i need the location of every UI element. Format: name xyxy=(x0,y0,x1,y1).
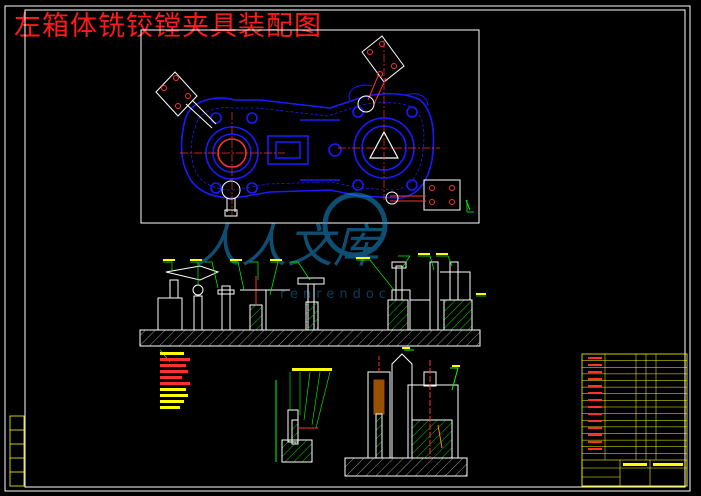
top-view-frame xyxy=(140,29,480,224)
watermark-logo: 人人文库 xyxy=(195,219,386,273)
axis-marker xyxy=(466,200,474,213)
clamp-right-bottom xyxy=(385,179,471,211)
detail-view xyxy=(275,368,332,463)
outer-frame xyxy=(4,5,691,492)
side-stamp-block xyxy=(9,415,25,487)
watermark: 人人文库 renrendoc xyxy=(195,192,391,302)
clamp-left-top xyxy=(155,71,217,129)
base-plate xyxy=(139,329,481,347)
inner-frame xyxy=(24,9,686,488)
clamp-right-top xyxy=(357,35,405,113)
top-view xyxy=(140,29,480,224)
center-lines xyxy=(180,40,440,215)
annotation-labels xyxy=(160,352,190,409)
workpiece-outline xyxy=(180,84,435,199)
front-view xyxy=(139,253,486,409)
title-block xyxy=(581,353,688,487)
leader-lines xyxy=(159,255,486,363)
watermark-subtext: renrendoc xyxy=(280,287,391,302)
drawing-title: 左箱体铣铰镗夹具装配图 xyxy=(14,11,322,42)
side-section-view xyxy=(344,347,468,477)
clamp-bottom-center xyxy=(221,180,241,217)
